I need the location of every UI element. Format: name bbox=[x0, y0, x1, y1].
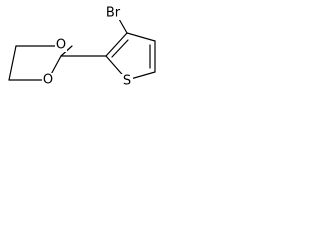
bond-c4-c5 bbox=[8, 45, 17, 81]
atom-br: Br bbox=[102, 6, 124, 21]
structure-diagram: Br O O S bbox=[8, 6, 156, 89]
atom-label-s: S bbox=[123, 74, 131, 89]
atom-s: S bbox=[121, 74, 133, 89]
bond-c3t-c4t bbox=[126, 32, 156, 42]
atom-o-top: O bbox=[55, 38, 67, 53]
atom-label-br: Br bbox=[106, 6, 121, 21]
bond-c2t-c3t-inner bbox=[111, 39, 129, 58]
atom-label-o-bottom: O bbox=[43, 73, 53, 88]
atom-o-bottom: O bbox=[42, 73, 54, 88]
thiophene-ring bbox=[105, 32, 156, 81]
bond-c2t-c3t bbox=[105, 32, 128, 57]
atom-label-o-top: O bbox=[56, 38, 66, 53]
